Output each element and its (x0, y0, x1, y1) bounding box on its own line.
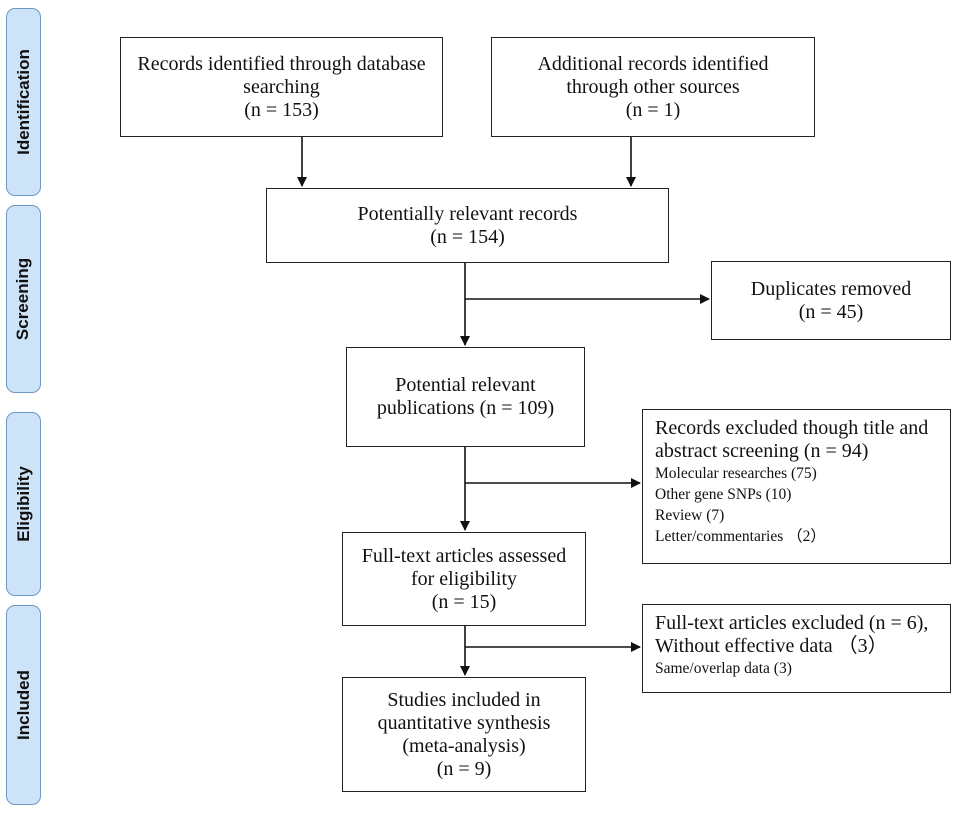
stage-eligibility: Eligibility (6, 412, 41, 596)
other-sources-line2: through other sources (566, 75, 740, 98)
potentially-relevant-box: Potentially relevant records (n = 154) (266, 188, 669, 263)
included-studies-line2: quantitative synthesis (377, 711, 551, 734)
database-records-line1: Records identified through database (137, 52, 426, 75)
fulltext-assessed-box: Full-text articles assessed for eligibil… (342, 532, 586, 626)
other-sources-count: (n = 1) (625, 98, 681, 121)
stage-screening: Screening (6, 205, 41, 393)
excluded-screening-line2: abstract screening (n = 94) (655, 440, 869, 462)
excluded-item-gene-snps: Other gene SNPs (10) (655, 486, 792, 503)
fulltext-excluded-box: Full-text articles excluded (n = 6), Wit… (642, 604, 951, 693)
database-records-count: (n = 153) (244, 98, 319, 121)
stage-identification-label: Identification (13, 49, 33, 155)
excluded-screening-line1: Records excluded though title and (655, 417, 929, 439)
stage-screening-label: Screening (13, 257, 33, 341)
other-sources-line1: Additional records identified (537, 52, 769, 75)
potential-publications-box: Potential relevant publications (n = 109… (346, 347, 585, 447)
potential-publications-line2: publications (n = 109) (376, 397, 555, 419)
potentially-relevant-line1: Potentially relevant records (357, 202, 578, 225)
stage-included-label: Included (13, 670, 33, 740)
fulltext-assessed-line2: for eligibility (410, 567, 518, 590)
stage-eligibility-label: Eligibility (13, 466, 33, 542)
database-records-box: Records identified through database sear… (120, 37, 443, 137)
included-studies-line3: (meta-analysis) (402, 734, 526, 757)
duplicates-removed-box: Duplicates removed (n = 45) (711, 261, 951, 340)
fulltext-assessed-count: (n = 15) (431, 590, 497, 613)
fulltext-excluded-line1: Full-text articles excluded (n = 6), (655, 612, 929, 634)
duplicates-removed-count: (n = 45) (798, 300, 864, 323)
fulltext-excluded-overlap: Same/overlap data (3) (655, 660, 792, 677)
included-studies-count: (n = 9) (436, 757, 492, 780)
other-sources-box: Additional records identified through ot… (491, 37, 815, 137)
included-studies-line1: Studies included in (387, 688, 541, 711)
excluded-item-molecular: Molecular researches (75) (655, 465, 817, 482)
excluded-item-letters: Letter/commentaries （2） (655, 528, 826, 545)
potentially-relevant-count: (n = 154) (430, 225, 505, 248)
duplicates-removed-line1: Duplicates removed (750, 277, 912, 300)
stage-identification: Identification (6, 8, 41, 196)
fulltext-assessed-line1: Full-text articles assessed (361, 544, 567, 567)
included-studies-box: Studies included in quantitative synthes… (342, 677, 586, 792)
database-records-line2: searching (243, 75, 320, 98)
fulltext-excluded-line2: Without effective data （3） (655, 635, 888, 657)
potential-publications-line1: Potential relevant (395, 374, 536, 396)
excluded-item-review: Review (7) (655, 507, 725, 524)
excluded-screening-box: Records excluded though title and abstra… (642, 409, 951, 564)
stage-included: Included (6, 605, 41, 805)
